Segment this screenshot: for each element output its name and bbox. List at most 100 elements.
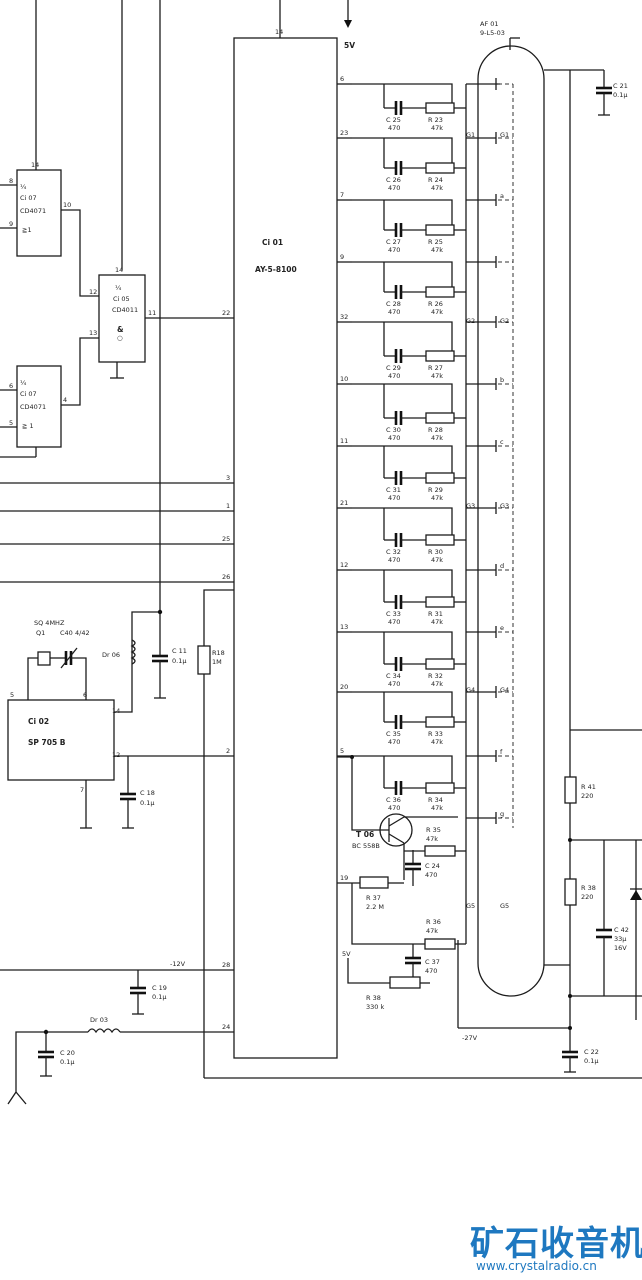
cap-ref: C 27 <box>386 238 401 246</box>
res-ref: R 23 <box>428 116 443 124</box>
cap-value: 470 <box>388 556 400 564</box>
svg-text:26: 26 <box>222 573 230 581</box>
svg-text:≧ 1: ≧ 1 <box>22 422 34 430</box>
cap-ref: C 26 <box>386 176 401 184</box>
svg-text:C 11: C 11 <box>172 647 187 655</box>
left-wiring <box>0 0 234 612</box>
rc-link <box>352 507 453 540</box>
svg-text:19: 19 <box>340 874 348 882</box>
svg-text:C 24: C 24 <box>425 862 440 870</box>
svg-text:47k: 47k <box>426 927 438 935</box>
res-ref: R 30 <box>428 548 443 556</box>
display-tube: AF 01 9-L5-03 <box>477 20 545 997</box>
lower-supply: -12V C 19 0.1µ Dr 03 C 20 0.1µ <box>0 960 642 1105</box>
svg-text:C 19: C 19 <box>152 984 167 992</box>
svg-text:≧1: ≧1 <box>22 226 32 234</box>
cap-value: 470 <box>388 804 400 812</box>
svg-text:Ci 01: Ci 01 <box>262 238 283 247</box>
res-value: 47k <box>431 184 443 192</box>
segment-label: g <box>500 810 504 818</box>
rc-link <box>352 199 453 230</box>
segment-label: b <box>500 376 504 384</box>
pin-label: 23 <box>340 129 348 137</box>
rc-link <box>352 137 453 168</box>
svg-text:14: 14 <box>31 161 39 169</box>
svg-text:0.1µ: 0.1µ <box>613 91 627 99</box>
pin-label: 32 <box>340 313 348 321</box>
res-value: 47k <box>431 556 443 564</box>
svg-text:G2: G2 <box>500 317 509 325</box>
svg-text:C 37: C 37 <box>425 958 440 966</box>
res-ref: R 27 <box>428 364 443 372</box>
svg-text:C40: C40 <box>60 629 73 637</box>
svg-text:Dr 03: Dr 03 <box>90 1016 108 1024</box>
rc-link <box>352 445 453 478</box>
svg-text:5V: 5V <box>344 41 355 50</box>
svg-text:&: & <box>117 325 124 334</box>
res-value: 47k <box>431 804 443 812</box>
svg-text:220: 220 <box>581 792 593 800</box>
res-ref: R 34 <box>428 796 443 804</box>
segment-label: a <box>500 192 504 200</box>
svg-text:4/42: 4/42 <box>75 629 90 637</box>
svg-text:1M: 1M <box>212 658 222 666</box>
gate-ci07-lower: ¼ Ci 07 CD4071 ≧ 1 6 5 4 <box>9 365 67 448</box>
cap-ref: C 31 <box>386 486 401 494</box>
svg-text:G5: G5 <box>500 902 509 910</box>
svg-text:33µ: 33µ <box>614 935 626 943</box>
svg-text:G4: G4 <box>466 686 475 694</box>
svg-text:24: 24 <box>222 1023 230 1031</box>
svg-text:5: 5 <box>9 419 13 427</box>
svg-text:47k: 47k <box>426 835 438 843</box>
resistor <box>425 472 455 484</box>
svg-text:Ci 02: Ci 02 <box>28 717 49 726</box>
oscillator-section: Ci 02 SP 705 B 5 6 14 12 7 SQ 4MHZ Q1 C4… <box>7 589 234 1078</box>
svg-text:Ci 05: Ci 05 <box>113 295 130 303</box>
svg-text:5: 5 <box>10 691 14 699</box>
pin-label: 13 <box>340 623 348 631</box>
segment-label: d <box>500 562 504 570</box>
right-supply: C 21 0.1µ R 41 220 R 38 220 C 42 33µ 16V… <box>544 69 642 1073</box>
res-ref: R 33 <box>428 730 443 738</box>
rc-link <box>352 321 453 356</box>
cap-ref: C 35 <box>386 730 401 738</box>
res-ref: R 31 <box>428 610 443 618</box>
rc-link <box>352 83 453 108</box>
svg-text:CD4071: CD4071 <box>20 403 46 411</box>
svg-text:G1: G1 <box>500 131 509 139</box>
svg-text:CD4011: CD4011 <box>112 306 138 314</box>
svg-text:R 38: R 38 <box>366 994 381 1002</box>
svg-text:14: 14 <box>115 266 123 274</box>
cap-value: 470 <box>388 434 400 442</box>
res-value: 47k <box>431 618 443 626</box>
pin-label: 9 <box>340 253 344 261</box>
res-value: 47k <box>431 494 443 502</box>
svg-text:G1: G1 <box>466 131 475 139</box>
watermark-url: www.crystalradio.cn <box>476 1259 597 1273</box>
svg-text:C 21: C 21 <box>613 82 628 90</box>
chip-ci01: Ci 01 AY-5-8100 14 5V 22 3 1 25 26 2 28 … <box>222 0 355 1059</box>
svg-text:14: 14 <box>112 707 120 715</box>
gate-ci07-upper: ¼ Ci 07 CD4071 ≧1 14 8 9 10 <box>9 161 71 257</box>
resistor <box>425 716 455 728</box>
svg-text:Q1: Q1 <box>36 629 45 637</box>
svg-text:R 38: R 38 <box>581 884 596 892</box>
svg-text:11: 11 <box>148 309 156 317</box>
cap-value: 470 <box>388 124 400 132</box>
svg-text:C 42: C 42 <box>614 926 629 934</box>
svg-text:2.2 M: 2.2 M <box>366 903 384 911</box>
svg-text:R 36: R 36 <box>426 918 441 926</box>
res-ref: R 26 <box>428 300 443 308</box>
svg-text:R 37: R 37 <box>366 894 381 902</box>
svg-text:Ci 07: Ci 07 <box>20 390 37 398</box>
svg-text:0.1µ: 0.1µ <box>140 799 154 807</box>
rc-link <box>352 383 453 418</box>
svg-text:AF 01: AF 01 <box>480 20 499 28</box>
svg-text:470: 470 <box>425 967 437 975</box>
res-value: 47k <box>431 680 443 688</box>
svg-text:9: 9 <box>9 220 13 228</box>
gate-ci05: ¼ Ci 05 CD4011 & ○ 14 12 13 11 <box>89 266 156 363</box>
cap-ref: C 32 <box>386 548 401 556</box>
